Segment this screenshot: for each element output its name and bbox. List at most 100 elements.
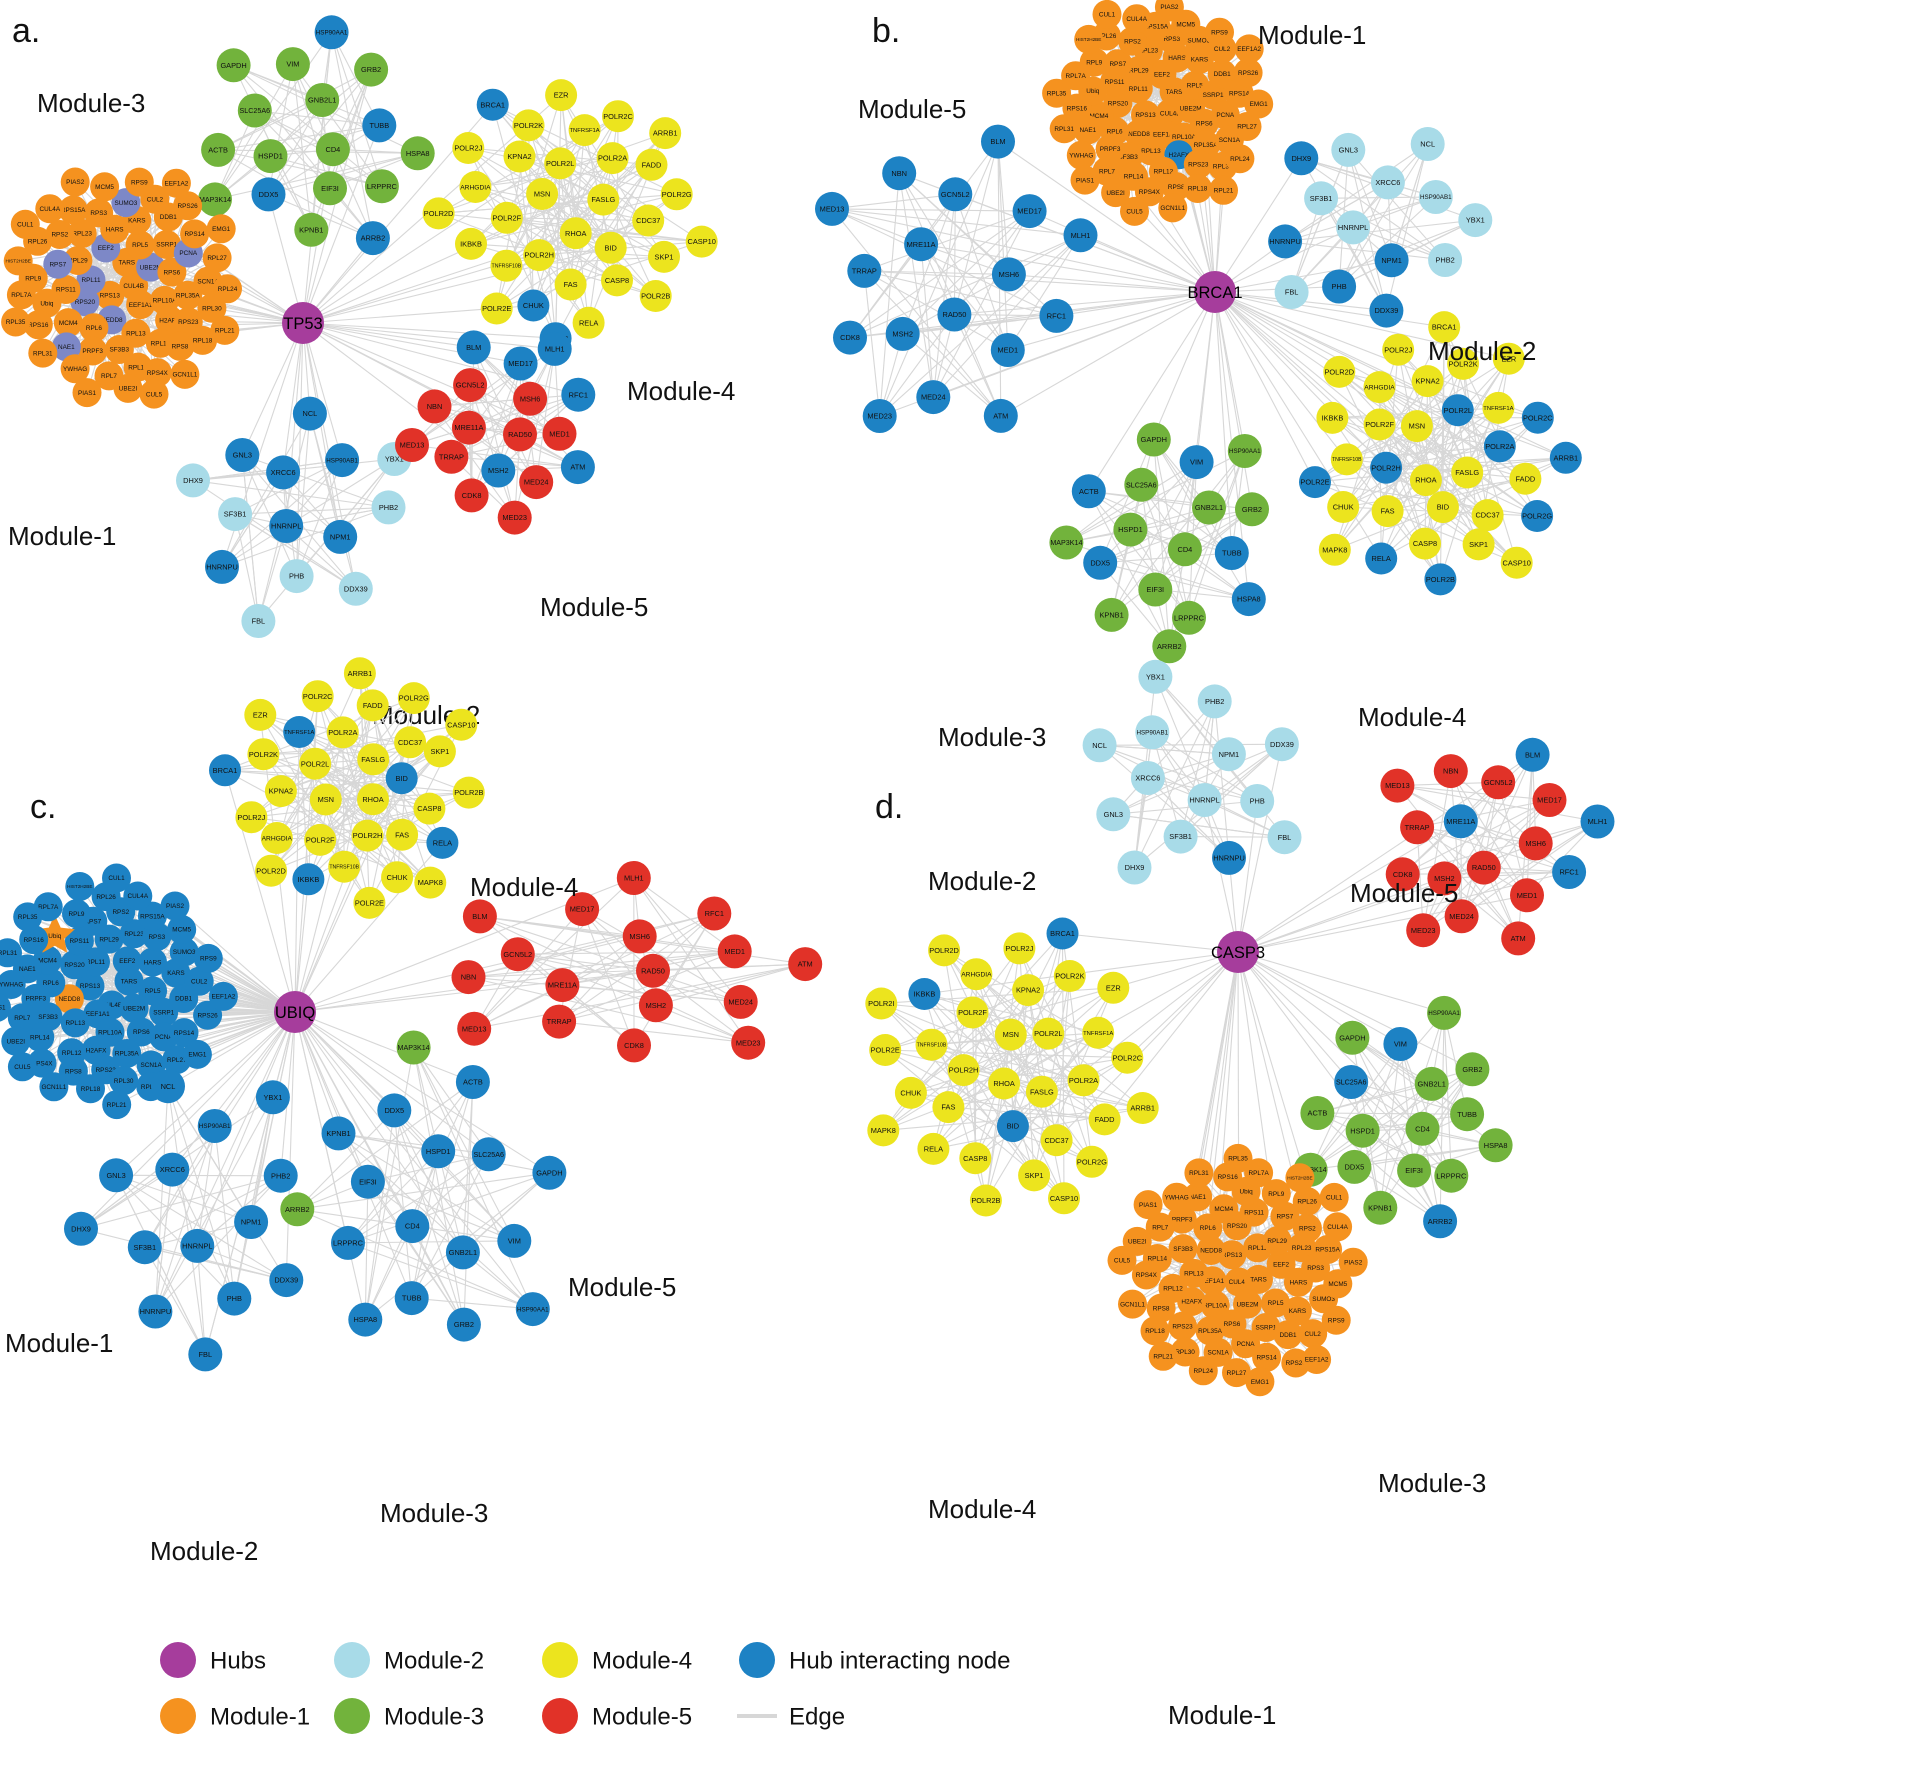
protein-node: MLH1 <box>1063 218 1098 253</box>
protein-node-shape <box>1117 850 1152 885</box>
edge <box>581 908 657 1006</box>
hub-edge <box>1214 226 1354 293</box>
protein-node-label: RPS11 <box>1105 79 1125 86</box>
protein-node-label: POLR2D <box>1325 367 1355 376</box>
module-label: Module-1 <box>1258 20 1366 50</box>
protein-node-shape <box>1138 659 1173 694</box>
protein-node-shape <box>1405 1111 1440 1146</box>
hub-edge <box>115 1011 296 1176</box>
hub-edge <box>214 1011 296 1127</box>
edge <box>898 172 1057 317</box>
edge <box>831 208 1057 317</box>
hub-edge <box>285 1011 296 1281</box>
protein-node-shape <box>328 850 361 883</box>
protein-node-label: XRCC6 <box>1375 178 1400 187</box>
edge <box>1338 143 1429 287</box>
protein-node-shape <box>170 359 200 389</box>
protein-node-shape <box>917 1132 950 1165</box>
protein-node: MRE11A <box>1443 804 1478 839</box>
protein-node-shape <box>542 1004 577 1039</box>
protein-node-label: RPS16 <box>28 322 49 329</box>
hub-edge <box>1056 951 1239 1141</box>
protein-node-label: PHB2 <box>379 503 398 512</box>
edge <box>412 1225 515 1242</box>
protein-node-label: POLR2F <box>958 1008 987 1017</box>
edge <box>1111 450 1246 616</box>
protein-node-label: MED24 <box>1449 912 1474 921</box>
protein-node-label: SKP1 <box>430 747 449 756</box>
protein-node-shape <box>1444 899 1479 934</box>
protein-node-label: NBN <box>1443 767 1459 776</box>
protein-node-label: NPM1 <box>241 1218 262 1227</box>
protein-node-label: Ubiq <box>48 933 62 940</box>
edge <box>1099 562 1170 647</box>
protein-node-label: RELA <box>579 318 598 327</box>
protein-node-shape <box>102 863 131 893</box>
protein-node: XRCC6 <box>155 1152 190 1187</box>
edge <box>532 164 652 306</box>
edge <box>1099 744 1229 755</box>
protein-node: TNFRSF10B <box>1330 443 1363 476</box>
protein-node-label: ARHGDIA <box>961 972 992 979</box>
protein-node: KPNA2 <box>264 775 297 808</box>
edge <box>1151 731 1258 802</box>
protein-node-shape <box>266 455 301 490</box>
protein-node: BID <box>385 762 418 795</box>
edge <box>115 1175 206 1355</box>
edge <box>233 1097 274 1299</box>
edge <box>849 210 1030 339</box>
protein-node-label: RPL31 <box>1054 126 1074 133</box>
edge <box>1133 732 1153 868</box>
protein-node-label: RPL5 <box>1268 1300 1284 1307</box>
protein-node-shape <box>1370 451 1403 484</box>
protein-node-shape <box>292 863 325 896</box>
protein-node-label: EIF3I <box>321 184 339 193</box>
protein-node-label: MSN <box>1003 1030 1019 1039</box>
protein-node-label: CUL2 <box>147 196 164 203</box>
protein-node-label: EEF1A1 <box>129 302 153 309</box>
protein-node-label: FASLG <box>1030 1087 1054 1096</box>
protein-node: TRRAP <box>1400 810 1435 845</box>
protein-node: RPS16 <box>19 925 49 955</box>
protein-node-shape <box>60 167 90 197</box>
edge <box>932 210 1031 398</box>
protein-node: DDX5 <box>251 177 286 212</box>
protein-node-shape <box>217 1281 252 1316</box>
protein-node-shape <box>275 47 310 82</box>
protein-node: HSP90AB1 <box>197 1109 232 1143</box>
protein-node-label: RPS9 <box>1211 29 1228 36</box>
protein-node-shape <box>1192 490 1226 525</box>
protein-node-label: PCNA <box>1216 112 1234 119</box>
protein-node: MSN <box>994 1018 1027 1051</box>
protein-node-shape <box>1070 165 1100 195</box>
protein-node-shape <box>394 726 427 759</box>
hub-edge <box>1000 291 1216 417</box>
protein-node-shape <box>202 243 232 273</box>
protein-node-label: BLM <box>466 343 481 352</box>
protein-node-shape <box>1443 804 1478 839</box>
edge <box>1285 240 1446 261</box>
protein-node-shape <box>1053 960 1086 992</box>
protein-node: RPS3 <box>84 198 114 228</box>
protein-node: RPS26 <box>173 191 203 221</box>
edge <box>506 217 618 281</box>
protein-node-label: RPL9 <box>69 911 85 918</box>
protein-node-label: HARS <box>144 959 162 966</box>
protein-node: LRPPRC <box>364 169 399 204</box>
protein-node-shape <box>0 970 26 999</box>
protein-node-label: LRPPRC <box>1436 1171 1467 1180</box>
edge <box>364 1081 474 1320</box>
protein-node: POLR2E <box>353 886 386 919</box>
hub-edge <box>241 322 304 456</box>
protein-node-label: NEDD8 <box>101 317 123 324</box>
protein-node-label: MSN <box>534 190 550 199</box>
protein-node-shape <box>1207 59 1237 89</box>
protein-node-shape <box>206 214 236 244</box>
protein-node-label: POLR2K <box>514 121 543 130</box>
protein-node-label: MSN <box>318 795 334 804</box>
protein-node-shape <box>10 209 40 239</box>
protein-node-shape <box>241 604 276 638</box>
edge <box>1099 744 1230 859</box>
protein-node-shape <box>565 892 600 927</box>
protein-node: ARRB1 <box>649 117 682 150</box>
